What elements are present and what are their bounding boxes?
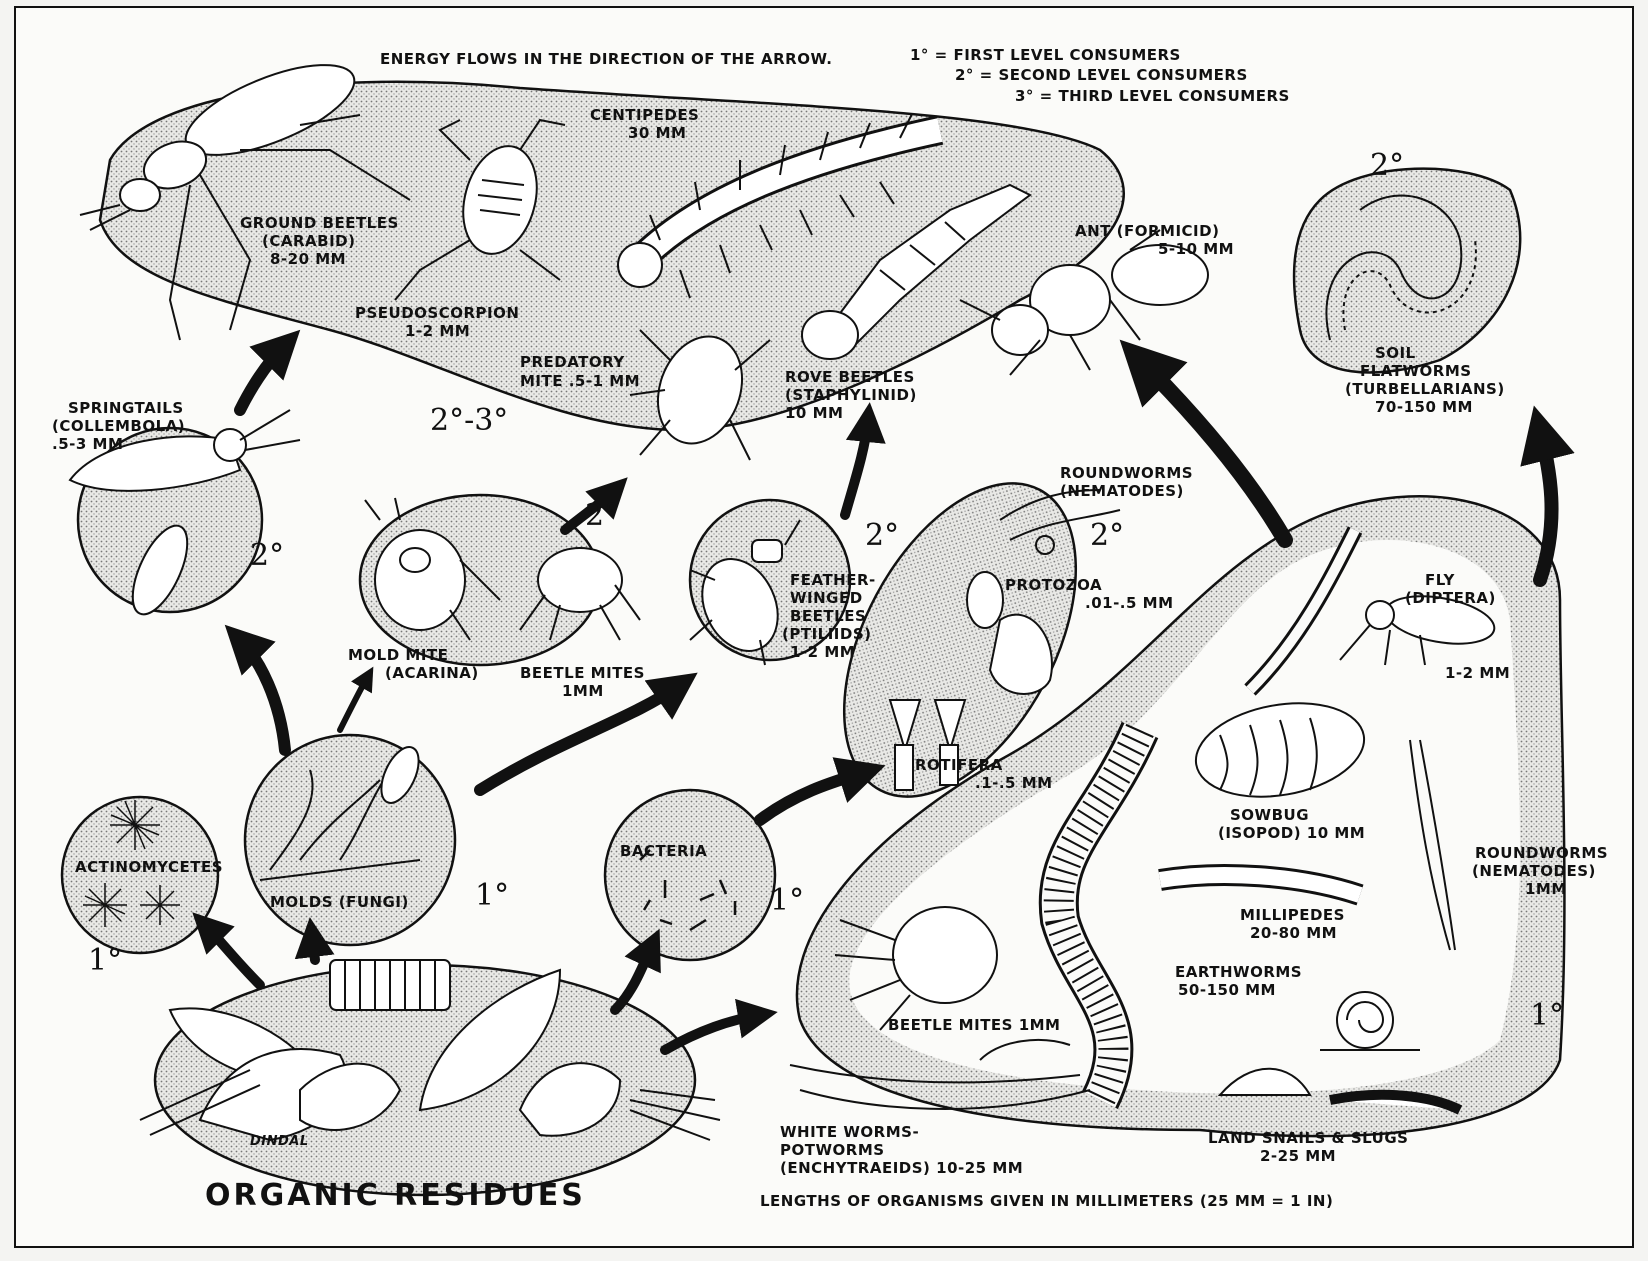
svg-text:WHITE WORMS-: WHITE WORMS- xyxy=(780,1123,919,1141)
svg-text:20-80 mm: 20-80 mm xyxy=(1250,924,1337,942)
svg-text:(STAPHYLINID): (STAPHYLINID) xyxy=(785,386,917,404)
svg-text:MILLIPEDES: MILLIPEDES xyxy=(1240,906,1345,924)
svg-text:.1-.5 mm: .1-.5 mm xyxy=(975,774,1053,792)
svg-text:(ENCHYTRAEIDS) 10-25 mm: (ENCHYTRAEIDS) 10-25 mm xyxy=(780,1159,1023,1177)
level-mites: 2° xyxy=(585,498,619,533)
svg-text:50-150 mm: 50-150 mm xyxy=(1178,981,1276,999)
arrow-residue-to-bacteria xyxy=(615,945,652,1010)
bacteria-circle xyxy=(605,790,775,960)
arrow-residue-to-large xyxy=(665,1015,760,1050)
footer-note: LENGTHS OF ORGANISMS GIVEN IN MILLIMETER… xyxy=(760,1192,1333,1210)
label-beetle-mites-small: BEETLE MITES 1mm xyxy=(520,664,645,700)
svg-text:(CARABID): (CARABID) xyxy=(262,232,355,250)
svg-text:1-2 mm: 1-2 mm xyxy=(405,322,470,340)
level-bacteria: 1° xyxy=(770,883,804,918)
svg-text:SPRINGTAILS: SPRINGTAILS xyxy=(68,399,184,417)
svg-text:.01-.5 mm: .01-.5 mm xyxy=(1085,594,1174,612)
svg-text:ROTIFERA: ROTIFERA xyxy=(915,756,1003,774)
svg-text:1mm: 1mm xyxy=(1525,880,1567,898)
legend-third-level: 3° = THIRD LEVEL CONSUMERS xyxy=(1015,87,1290,105)
svg-text:(NEMATODES): (NEMATODES) xyxy=(1060,482,1184,500)
svg-text:WINGED: WINGED xyxy=(790,589,863,607)
label-millipedes: MILLIPEDES 20-80 mm xyxy=(1240,906,1345,942)
level-top: 2°-3° xyxy=(430,403,508,438)
svg-text:PREDATORY: PREDATORY xyxy=(520,353,625,371)
svg-text:LAND SNAILS & SLUGS: LAND SNAILS & SLUGS xyxy=(1208,1129,1408,1147)
label-snails: LAND SNAILS & SLUGS 2-25 mm xyxy=(1208,1129,1408,1165)
svg-text:30 mm: 30 mm xyxy=(628,124,686,142)
svg-text:.5-3 mm: .5-3 mm xyxy=(52,435,123,453)
svg-text:FLY: FLY xyxy=(1425,571,1455,589)
legend-arrow-text: ENERGY FLOWS IN THE DIRECTION OF THE ARR… xyxy=(380,50,833,68)
svg-text:(ISOPOD) 10 mm: (ISOPOD) 10 mm xyxy=(1218,824,1365,842)
label-roundworms-top: ROUNDWORMS (NEMATODES) xyxy=(1060,464,1193,500)
svg-text:(NEMATODES): (NEMATODES) xyxy=(1472,862,1596,880)
molds-circle xyxy=(245,735,455,945)
svg-text:10 mm: 10 mm xyxy=(785,404,843,422)
arrow-residue-to-actino xyxy=(205,925,260,985)
arrow-springtails-to-top xyxy=(240,345,285,410)
svg-text:1mm: 1mm xyxy=(562,682,604,700)
svg-text:(ACARINA): (ACARINA) xyxy=(385,664,479,682)
arrow-fly-to-flatworms xyxy=(1540,430,1552,580)
label-organic-residues: ORGANIC RESIDUES xyxy=(205,1178,586,1213)
level-protozoa: 2° xyxy=(1090,518,1124,553)
svg-text:(DIPTERA): (DIPTERA) xyxy=(1405,589,1496,607)
level-ptiliids: 2° xyxy=(865,518,899,553)
svg-text:(TURBELLARIANS): (TURBELLARIANS) xyxy=(1345,380,1505,398)
label-bacteria: BACTERIA xyxy=(620,842,707,860)
svg-text:5-10 mm: 5-10 mm xyxy=(1158,240,1234,258)
svg-text:ROUNDWORMS: ROUNDWORMS xyxy=(1060,464,1193,482)
label-molds: MOLDS (FUNGI) xyxy=(270,893,409,911)
arrow-ptiliids-to-top xyxy=(845,420,868,515)
svg-text:2-25 mm: 2-25 mm xyxy=(1260,1147,1336,1165)
svg-text:FEATHER-: FEATHER- xyxy=(790,571,876,589)
svg-text:SOWBUG: SOWBUG xyxy=(1230,806,1309,824)
arrow-residue-to-molds xyxy=(312,935,315,960)
svg-text:SOIL: SOIL xyxy=(1375,344,1416,362)
svg-text:ROUNDWORMS: ROUNDWORMS xyxy=(1475,844,1608,862)
label-whiteworms: WHITE WORMS- POTWORMS (ENCHYTRAEIDS) 10-… xyxy=(780,1123,1023,1177)
level-springtails: 2° xyxy=(250,538,284,573)
arrow-large-to-ant xyxy=(1140,360,1285,540)
arrow-molds-to-springtails xyxy=(240,640,285,750)
svg-text:(PTILIIDS): (PTILIIDS) xyxy=(782,625,872,643)
svg-text:ANT (FORMICID): ANT (FORMICID) xyxy=(1075,222,1219,240)
svg-text:70-150 mm: 70-150 mm xyxy=(1375,398,1473,416)
label-predatory-mite: PREDATORY MITE .5-1 mm xyxy=(520,353,640,390)
artist-signature: DINDAL xyxy=(250,1134,309,1149)
arrow-molds-to-ptiliids xyxy=(480,685,680,790)
svg-text:PROTOZOA: PROTOZOA xyxy=(1005,576,1102,594)
label-beetle-mites-large: BEETLE MITES 1mm xyxy=(888,1016,1061,1034)
svg-text:POTWORMS: POTWORMS xyxy=(780,1141,885,1159)
arrow-molds-to-moldmite xyxy=(340,676,368,730)
svg-text:8-20 mm: 8-20 mm xyxy=(270,250,346,268)
level-actino: 1° xyxy=(88,943,122,978)
flatworm-zone xyxy=(1294,169,1520,373)
svg-text:CENTIPEDES: CENTIPEDES xyxy=(590,106,699,124)
level-big: 1° xyxy=(1530,998,1564,1033)
legend-second-level: 2° = SECOND LEVEL CONSUMERS xyxy=(955,66,1248,84)
svg-text:ROVE BEETLES: ROVE BEETLES xyxy=(785,368,915,386)
svg-text:MITE .5-1 mm: MITE .5-1 mm xyxy=(520,372,640,390)
svg-text:1-2 mm: 1-2 mm xyxy=(790,643,855,661)
svg-text:PSEUDOSCORPION: PSEUDOSCORPION xyxy=(355,304,519,322)
svg-text:MOLD MITE: MOLD MITE xyxy=(348,646,448,664)
label-rove-beetles: ROVE BEETLES (STAPHYLINID) 10 mm xyxy=(785,368,917,422)
arrow-bacteria-to-protozoa xyxy=(760,772,865,820)
svg-text:(COLLEMBOLA): (COLLEMBOLA) xyxy=(52,417,185,435)
svg-text:FLATWORMS: FLATWORMS xyxy=(1360,362,1472,380)
level-molds: 1° xyxy=(475,878,509,913)
svg-text:BEETLES: BEETLES xyxy=(790,607,866,625)
svg-text:1-2 mm: 1-2 mm xyxy=(1445,664,1510,682)
svg-text:EARTHWORMS: EARTHWORMS xyxy=(1175,963,1302,981)
level-flatworms: 2° xyxy=(1370,148,1404,183)
label-actinomycetes: ACTINOMYCETES xyxy=(75,858,223,876)
legend-first-level: 1° = FIRST LEVEL CONSUMERS xyxy=(910,46,1181,64)
svg-text:BEETLE MITES: BEETLE MITES xyxy=(520,664,645,682)
svg-text:GROUND BEETLES: GROUND BEETLES xyxy=(240,214,399,232)
